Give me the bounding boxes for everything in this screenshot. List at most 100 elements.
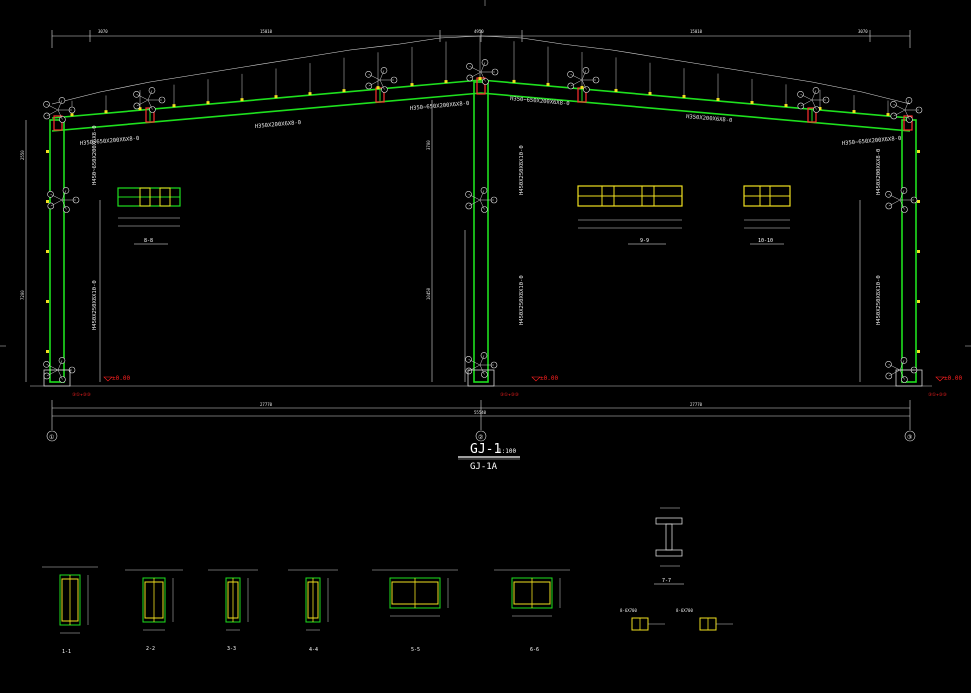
leader-line (888, 199, 901, 207)
purlin-cleat (818, 107, 822, 111)
purlin-cleat (444, 80, 448, 84)
leader-line (368, 79, 381, 87)
girt-cleat (46, 350, 49, 353)
purlin-cleat (580, 85, 584, 89)
section-label-6-6: 6-6 (530, 647, 539, 653)
label-left-rafter: H350X200X6X8-0 (255, 120, 302, 130)
purlin-cleat (342, 89, 346, 93)
middle-column (473, 81, 489, 383)
leader-line (468, 199, 481, 207)
label-right-rafter: H350X200X6X8-0 (686, 114, 733, 124)
girt-cleat (917, 150, 920, 153)
leader-line (468, 359, 481, 366)
purlin-cleat (784, 104, 788, 108)
main-subtitle: GJ-1A (470, 462, 498, 472)
leader-line (888, 194, 901, 201)
main-scale: 1:100 (498, 448, 516, 455)
top-dimension-chain: 3070 15010 4950 15010 3070 (51, 29, 911, 48)
elevation-marks: ±0.00 ±0.00 ±0.00 ③①+③③ ③①+③③ ③①+③③ (72, 375, 962, 398)
girt-cleat (46, 150, 49, 153)
leader-line (479, 355, 485, 366)
purlin-cleat (682, 94, 686, 98)
leader-line (136, 99, 149, 107)
member-labels: H350X200X6X8-0 H350~650X200X6X8-0 H350~6… (80, 96, 902, 330)
section-label-8-8: 8-8 (144, 238, 153, 244)
sheet-ticks (0, 0, 971, 347)
elevation-right: ±0.00 (944, 375, 962, 382)
leader-line (479, 190, 485, 201)
section-label-4-4: 4-4 (309, 647, 318, 653)
purlin-cleat (274, 95, 278, 99)
purlin-dimension-lines (51, 35, 911, 115)
section-label-5-5: 5-5 (411, 647, 420, 653)
leader-line (46, 104, 59, 111)
leader-line (46, 364, 59, 371)
leader-line (899, 199, 905, 210)
label-mid-column: H450X250X8X10-0 (519, 275, 525, 325)
top-dim-2: 15010 (260, 29, 273, 34)
label-right-column: H450X250X8X10-0 (876, 275, 882, 325)
right-column (901, 119, 917, 383)
top-dim-4: 15010 (690, 29, 703, 34)
leader-line (888, 364, 901, 371)
overall-dim: 55540 (474, 410, 487, 415)
purlin-cleat (886, 113, 890, 117)
section-label-2-2: 2-2 (146, 646, 155, 652)
leader-line (469, 66, 482, 73)
purlin-cleat (376, 86, 380, 90)
leader-line (57, 360, 63, 371)
leader-line (379, 79, 385, 90)
label-ridge-right: H350~650X200X6X8-0 (510, 96, 570, 107)
base-note-right: ③①+③③ (928, 392, 948, 398)
axis-bubble-3 (904, 430, 916, 442)
section-7-7: 7-7 (654, 507, 684, 585)
leader-line (61, 190, 67, 201)
leader-line (570, 79, 583, 87)
label-left-column: H450X250X8X10-0 (92, 280, 98, 330)
span-dimensions: 27770 27770 55540 ① ② ③ (46, 400, 916, 442)
purlin-cleat (648, 91, 652, 95)
side-dim-4: 10450 (426, 287, 431, 300)
section-label-9-9: 9-9 (640, 238, 649, 244)
base-note-left: ③①+③③ (72, 392, 92, 398)
leader-line (147, 99, 153, 110)
splice-markers (53, 77, 913, 131)
leader-line (57, 369, 63, 380)
elevation-left: ±0.00 (112, 375, 130, 382)
span-dim-left: 27770 (260, 402, 273, 407)
leader-line (50, 199, 63, 207)
leader-line (479, 199, 485, 210)
girt-cleat (917, 300, 920, 303)
detail-note-2: 8-6X700 (676, 608, 693, 613)
purlin-cleat (104, 110, 108, 114)
side-dim-2: 7200 (20, 290, 25, 300)
axis-bubble-2 (475, 430, 487, 442)
column-height-dims: 2550 7200 3700 10450 (20, 100, 861, 382)
leader-line (581, 79, 587, 90)
purlin-cleat (512, 79, 516, 83)
axis-label-1: ① (49, 434, 54, 441)
leader-line (480, 71, 486, 82)
leader-line (904, 109, 910, 120)
leader-line (468, 194, 481, 201)
leader-line (147, 90, 153, 101)
purlin-cleat (172, 104, 176, 108)
section-9-9: 9-9 (577, 185, 683, 245)
girt-cleat (917, 200, 920, 203)
girt-cleat (46, 200, 49, 203)
top-dim-1: 3070 (98, 29, 108, 34)
purlin-cleat (546, 82, 550, 86)
purlin-cleat (308, 92, 312, 96)
purlin-cleat (852, 110, 856, 114)
leader-line (57, 109, 63, 120)
span-dim-right: 27770 (690, 402, 703, 407)
label-mid-column-top: H450X250X8X10-0 (519, 145, 525, 195)
label-right-rafter-haunch: H350~650X200X6X8-0 (842, 136, 902, 147)
rafter-bottom-chord (51, 92, 911, 132)
axis-label-3: ③ (907, 434, 912, 441)
leader-line (811, 90, 817, 101)
leader-line (899, 369, 905, 380)
leader-line (46, 369, 59, 377)
section-10-10: 10-10 (743, 185, 791, 245)
left-column (49, 119, 65, 383)
